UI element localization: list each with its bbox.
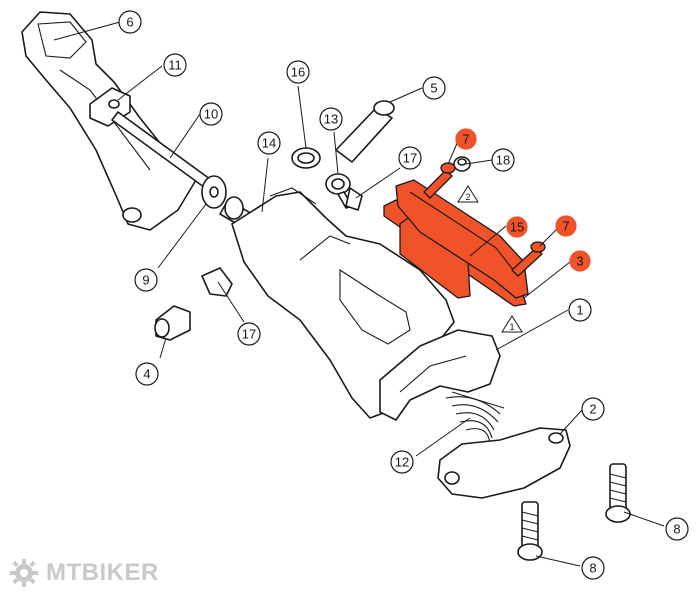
callout-6: 6: [118, 10, 142, 34]
callout-14: 14: [257, 131, 281, 155]
callout-17-upper: 17: [398, 146, 422, 170]
svg-text:1: 1: [576, 303, 583, 318]
svg-text:17: 17: [242, 327, 256, 342]
svg-text:15: 15: [510, 220, 524, 235]
callout-8-bottom: 8: [581, 556, 605, 580]
warning-triangle-1: 1: [501, 315, 523, 333]
part-8-bolt-b: [605, 463, 631, 523]
gear-icon: [10, 559, 38, 587]
callout-17-lower: 17: [237, 322, 261, 346]
callout-15: 15: [506, 216, 528, 238]
part-17-clip-lower: [201, 267, 233, 297]
svg-text:9: 9: [142, 273, 149, 288]
callout-16: 16: [286, 60, 310, 84]
svg-text:10: 10: [204, 107, 218, 122]
callout-12: 12: [390, 450, 414, 474]
part-15-cover-plate: [395, 179, 529, 299]
callout-3: 3: [569, 250, 591, 272]
part-1-clamp-upper: [379, 329, 501, 421]
svg-text:4: 4: [143, 367, 150, 382]
svg-text:16: 16: [291, 65, 305, 80]
callout-9: 9: [134, 268, 158, 292]
svg-text:7: 7: [562, 219, 569, 234]
callout-7-lower: 7: [555, 215, 577, 237]
svg-text:6: 6: [126, 15, 133, 30]
svg-text:13: 13: [324, 112, 338, 127]
callout-8-right: 8: [665, 517, 689, 541]
callout-7-upper: 7: [455, 128, 477, 150]
callout-1: 1: [568, 298, 592, 322]
callout-2: 2: [581, 397, 605, 421]
svg-text:3: 3: [576, 254, 583, 269]
svg-text:2: 2: [465, 192, 470, 202]
callout-13: 13: [319, 107, 343, 131]
part-8-bolt-a: [517, 501, 543, 561]
warning-triangle-2: 2: [457, 185, 479, 203]
mtbiker-logo: MTBIKER: [8, 556, 159, 590]
callout-4: 4: [135, 362, 159, 386]
logo-text: MTBIKER: [46, 559, 159, 586]
part-18-set-screw: [453, 156, 471, 172]
svg-text:8: 8: [589, 561, 596, 576]
svg-text:2: 2: [589, 402, 596, 417]
svg-text:1: 1: [509, 322, 514, 332]
part-4-plug: [154, 305, 191, 341]
svg-text:18: 18: [496, 153, 510, 168]
svg-text:12: 12: [395, 455, 409, 470]
part-12-spring: [445, 391, 505, 445]
part-2-clamp-lower: [437, 427, 571, 499]
part-7-screw-a: [423, 162, 456, 199]
svg-text:11: 11: [168, 58, 182, 73]
callout-11: 11: [163, 53, 187, 77]
part-17-clip-upper: [345, 187, 363, 211]
part-9-washer: [201, 175, 227, 209]
svg-text:14: 14: [262, 136, 276, 151]
svg-text:17: 17: [403, 151, 417, 166]
callout-18: 18: [491, 148, 515, 172]
svg-text:7: 7: [462, 132, 469, 147]
svg-text:8: 8: [673, 522, 680, 537]
callout-10: 10: [199, 102, 223, 126]
svg-text:5: 5: [430, 81, 437, 96]
part-5-barrel-pin: [335, 100, 395, 163]
callout-5: 5: [422, 76, 446, 100]
part-16-oring: [291, 147, 321, 169]
